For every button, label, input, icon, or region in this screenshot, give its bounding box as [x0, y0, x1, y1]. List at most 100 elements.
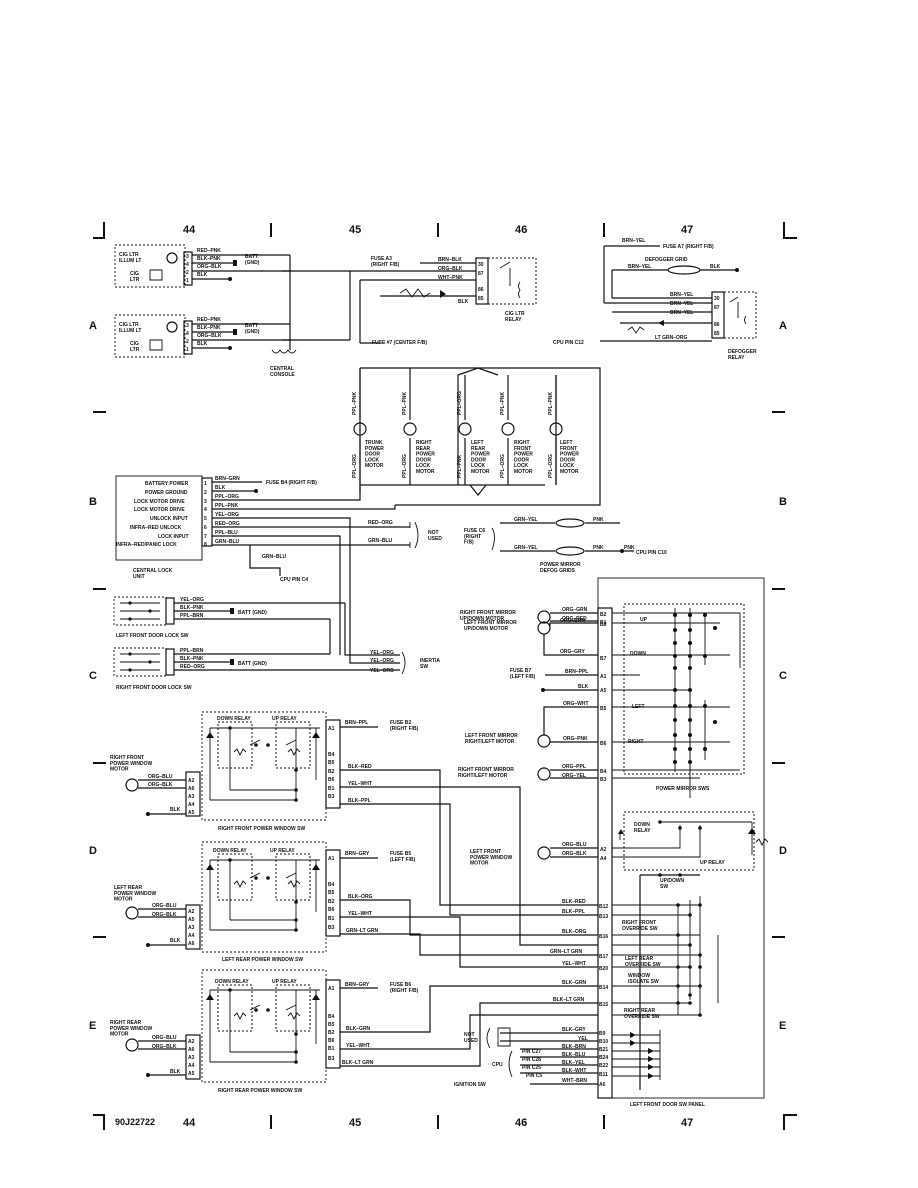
- svg-text:A5: A5: [188, 810, 195, 816]
- svg-text:BLK–RED: BLK–RED: [562, 899, 586, 905]
- diagram-id: 90J22722: [115, 1117, 155, 1127]
- svg-text:B22: B22: [599, 1063, 608, 1069]
- svg-text:B6: B6: [328, 1038, 335, 1044]
- svg-text:A6: A6: [188, 1047, 195, 1053]
- svg-text:PIN C25: PIN C25: [522, 1065, 541, 1071]
- svg-text:BLK–LT GRN: BLK–LT GRN: [553, 997, 585, 1003]
- svg-text:UP RELAY: UP RELAY: [272, 979, 297, 985]
- zone-47-bottom: 47: [681, 1117, 693, 1129]
- svg-text:BLK–GRN: BLK–GRN: [346, 1026, 371, 1032]
- svg-text:BATT(GND): BATT(GND): [245, 323, 260, 335]
- svg-text:RED–ORG: RED–ORG: [368, 520, 393, 526]
- zone-45-bottom: 45: [349, 1117, 361, 1129]
- svg-text:FUSE B5(LEFT F/B): FUSE B5(LEFT F/B): [390, 851, 416, 863]
- svg-text:A3: A3: [188, 1055, 195, 1061]
- svg-text:CPU: CPU: [492, 1062, 503, 1068]
- svg-text:B3: B3: [328, 1056, 335, 1062]
- svg-text:YEL–WHT: YEL–WHT: [562, 961, 586, 967]
- svg-text:1: 1: [186, 347, 189, 353]
- svg-text:YEL–WHT: YEL–WHT: [346, 1043, 370, 1049]
- row-e-right: E: [779, 1020, 786, 1032]
- svg-text:A5: A5: [188, 917, 195, 923]
- svg-text:YEL–ORG: YEL–ORG: [370, 658, 394, 664]
- svg-text:PPL–ORG: PPL–ORG: [548, 454, 554, 478]
- svg-text:BLK–YEL: BLK–YEL: [562, 1060, 585, 1066]
- svg-text:B5: B5: [328, 760, 335, 766]
- svg-text:A4: A4: [188, 1063, 195, 1069]
- svg-text:4: 4: [186, 331, 189, 337]
- svg-text:YEL–ORG: YEL–ORG: [370, 650, 394, 656]
- svg-text:ORG–BLK: ORG–BLK: [197, 333, 222, 339]
- svg-text:RED–ORG: RED–ORG: [180, 664, 205, 670]
- panel-wire-labels: BLK–RED BLK–PPL BLK–ORG GRN–LT GRN YEL–W…: [550, 899, 588, 1084]
- svg-text:A2: A2: [188, 909, 195, 915]
- svg-text:ORG–PNK: ORG–PNK: [563, 736, 588, 742]
- svg-text:BLK–ORG: BLK–ORG: [348, 894, 373, 900]
- svg-text:B3: B3: [600, 777, 607, 783]
- svg-text:1: 1: [186, 278, 189, 284]
- svg-text:87: 87: [478, 271, 484, 277]
- svg-text:B6: B6: [600, 741, 607, 747]
- svg-text:B4: B4: [600, 769, 607, 775]
- svg-text:ORG–WHT: ORG–WHT: [563, 701, 589, 707]
- frame: [93, 222, 797, 1130]
- zone-46-top: 46: [515, 224, 527, 236]
- svg-text:B4: B4: [328, 1014, 335, 1020]
- svg-text:B6: B6: [328, 777, 335, 783]
- svg-text:B20: B20: [599, 966, 608, 972]
- svg-text:BRN–YEL: BRN–YEL: [670, 301, 693, 307]
- svg-text:RED–PNK: RED–PNK: [197, 248, 221, 254]
- defogger-circuit: BRN–YEL FUSE A7 (RIGHT F/B) DEFOGGER GRI…: [553, 238, 757, 361]
- svg-text:2: 2: [186, 270, 189, 276]
- svg-text:ORG–BLU: ORG–BLU: [152, 903, 177, 909]
- svg-text:B2: B2: [600, 612, 607, 618]
- svg-text:BRN–PPL: BRN–PPL: [565, 669, 588, 675]
- svg-text:A5: A5: [600, 688, 607, 694]
- svg-text:BRN–YEL: BRN–YEL: [628, 264, 651, 270]
- row-a-left: A: [89, 320, 97, 332]
- svg-text:FUSE B7(LEFT F/B): FUSE B7(LEFT F/B): [510, 668, 536, 680]
- zone-44-bottom: 44: [183, 1117, 196, 1129]
- svg-text:4: 4: [186, 262, 189, 268]
- svg-text:85: 85: [478, 296, 484, 302]
- svg-text:PPL–BRN: PPL–BRN: [180, 648, 204, 654]
- svg-text:B21: B21: [599, 1047, 608, 1053]
- svg-text:B15: B15: [599, 1002, 608, 1008]
- svg-text:LEFT: LEFT: [632, 704, 645, 710]
- svg-text:BRN–PPL: BRN–PPL: [345, 720, 368, 726]
- svg-text:5: 5: [204, 516, 207, 522]
- svg-text:B1: B1: [328, 916, 335, 922]
- svg-text:GRN–LT GRN: GRN–LT GRN: [550, 949, 583, 955]
- svg-text:INFRA–RED/PANIC LOCK: INFRA–RED/PANIC LOCK: [116, 542, 177, 548]
- svg-text:LT GRN–ORG: LT GRN–ORG: [655, 335, 688, 341]
- svg-text:PIN C28: PIN C28: [522, 1057, 541, 1063]
- rr-lock-motor: [403, 422, 417, 436]
- svg-text:B6: B6: [328, 907, 335, 913]
- svg-text:INFRA–RED UNLOCK: INFRA–RED UNLOCK: [130, 525, 182, 531]
- left-front-door-lock-sw: YEL–ORG BLK–PNK PPL–BRN BATT (GND) LEFT …: [113, 596, 345, 639]
- svg-text:BRN–YEL: BRN–YEL: [622, 238, 645, 244]
- svg-text:BRN–BLK: BRN–BLK: [438, 257, 462, 263]
- svg-text:BLK–ORG: BLK–ORG: [562, 929, 587, 935]
- zone-47-top: 47: [681, 224, 693, 236]
- lf-lock-motor: [549, 422, 563, 436]
- svg-text:RIGHT FRONT DOOR LOCK SW: RIGHT FRONT DOOR LOCK SW: [116, 685, 192, 691]
- svg-text:BRN–GRY: BRN–GRY: [345, 851, 370, 857]
- svg-text:BLK: BLK: [458, 299, 469, 305]
- svg-text:PPL–PNK: PPL–PNK: [548, 392, 554, 415]
- svg-text:B2: B2: [328, 1030, 335, 1036]
- central-lock-unit: BATTERY POWER POWER GROUND LOCK MOTOR DR…: [115, 475, 442, 660]
